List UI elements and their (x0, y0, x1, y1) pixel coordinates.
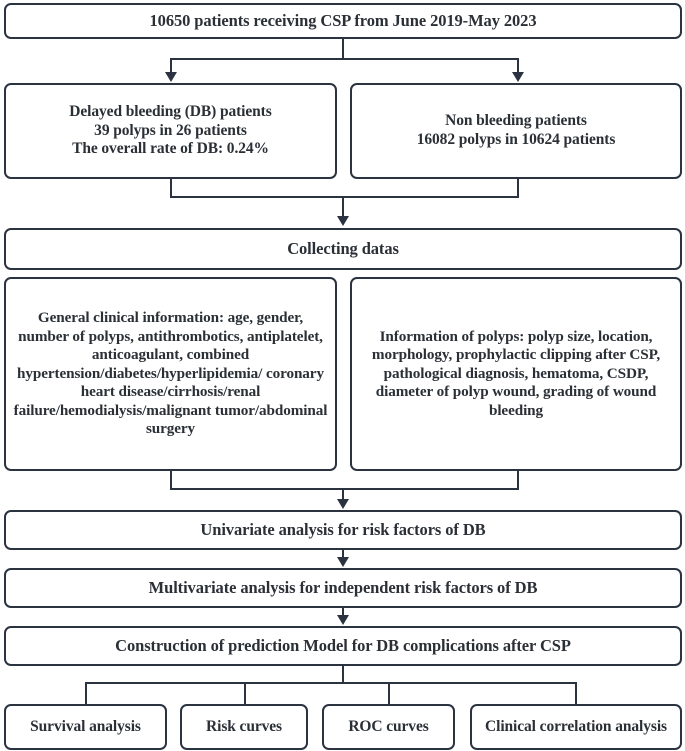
connector-top-stem (342, 39, 344, 60)
node-non-bleeding: Non bleeding patients 16082 polyps in 10… (350, 83, 682, 179)
node-multivariate-analysis-label: Multivariate analysis for independent ri… (148, 577, 538, 597)
arrowhead-to-collecting (337, 216, 349, 226)
node-delayed-bleeding: Delayed bleeding (DB) patients 39 polyps… (4, 83, 337, 179)
arrowhead-to-non-bleeding (512, 72, 524, 82)
node-prediction-model: Construction of prediction Model for DB … (4, 626, 682, 666)
node-total-patients-label: 10650 patients receiving CSP from June 2… (149, 10, 537, 30)
connector-outcomes-bar (85, 682, 576, 684)
node-multivariate-analysis: Multivariate analysis for independent ri… (4, 568, 682, 608)
node-collecting-datas-label: Collecting datas (287, 238, 399, 258)
connector-merge-bar-univariate (170, 488, 519, 490)
node-clinical-correlation-analysis-label: Clinical correlation analysis (485, 717, 667, 735)
node-univariate-analysis: Univariate analysis for risk factors of … (4, 510, 682, 550)
connector-multivariate-to-model (342, 608, 344, 616)
connector-univariate-to-multivariate (342, 550, 344, 558)
node-roc-curves: ROC curves (322, 704, 455, 750)
node-total-patients: 10650 patients receiving CSP from June 2… (4, 3, 682, 39)
connector-drop-risk-curves (244, 682, 246, 704)
connector-db-down (170, 179, 172, 198)
connector-polyps-down (517, 471, 519, 490)
arrowhead-to-univariate (337, 499, 349, 509)
connector-top-split-bar (170, 58, 519, 60)
connector-general-down (170, 471, 172, 490)
arrowhead-to-delayed-bleeding (165, 72, 177, 82)
node-risk-curves: Risk curves (180, 704, 308, 750)
connector-top-right-drop (517, 58, 519, 72)
node-survival-analysis-label: Survival analysis (30, 717, 141, 735)
node-survival-analysis: Survival analysis (4, 704, 167, 750)
connector-top-left-drop (170, 58, 172, 72)
node-information-of-polyps: Information of polyps: polyp size, locat… (350, 277, 682, 471)
node-univariate-analysis-label: Univariate analysis for risk factors of … (200, 519, 486, 539)
node-general-clinical-information-label: General clinical information: age, gende… (13, 309, 328, 438)
node-general-clinical-information: General clinical information: age, gende… (4, 277, 337, 471)
arrowhead-to-multivariate (337, 557, 349, 567)
connector-model-stem (342, 666, 344, 684)
node-information-of-polyps-label: Information of polyps: polyp size, locat… (371, 327, 661, 419)
connector-to-univariate (342, 488, 344, 500)
node-non-bleeding-label: Non bleeding patients 16082 polyps in 10… (416, 112, 616, 148)
connector-to-collecting (342, 196, 344, 216)
connector-drop-clinical (575, 682, 577, 704)
node-delayed-bleeding-label: Delayed bleeding (DB) patients 39 polyps… (69, 102, 272, 158)
connector-merge-bar-collecting (170, 196, 519, 198)
node-prediction-model-label: Construction of prediction Model for DB … (115, 635, 571, 655)
node-risk-curves-label: Risk curves (206, 717, 282, 735)
node-roc-curves-label: ROC curves (348, 717, 429, 735)
node-clinical-correlation-analysis: Clinical correlation analysis (470, 704, 682, 750)
arrowhead-to-model (337, 615, 349, 625)
node-collecting-datas: Collecting datas (4, 228, 682, 270)
connector-drop-roc-curves (388, 682, 390, 704)
connector-nonbleed-down (517, 179, 519, 198)
connector-drop-survival (85, 682, 87, 704)
